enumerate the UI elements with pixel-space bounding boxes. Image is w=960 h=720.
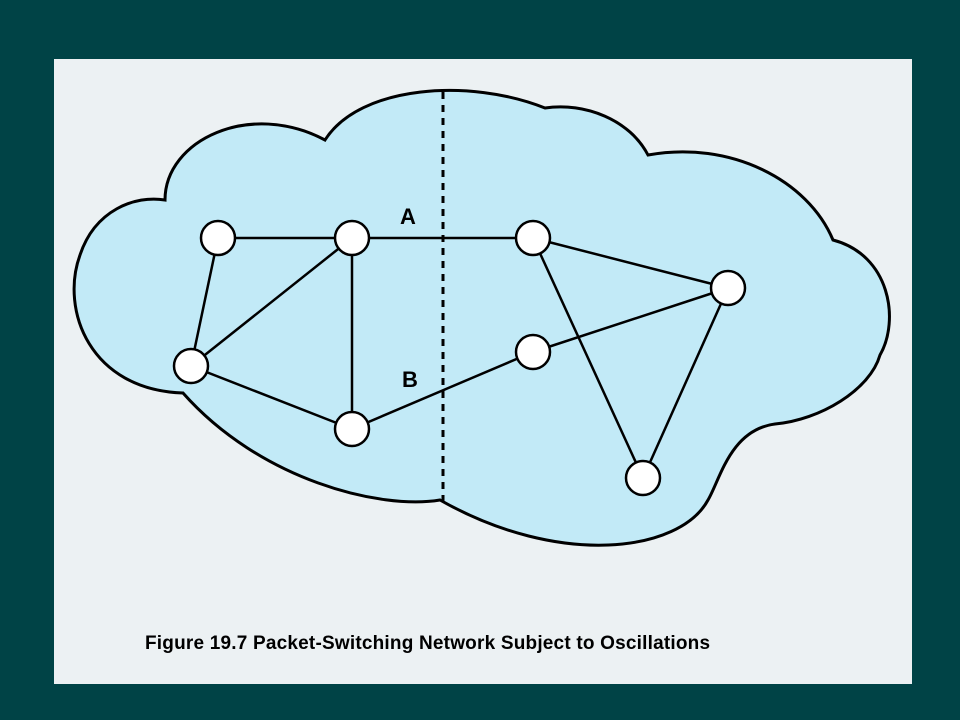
node-2 (333, 219, 371, 257)
node-5 (514, 219, 552, 257)
link-n5-n7 (532, 236, 729, 290)
link-n5-n8 (531, 237, 645, 479)
link-label-a: A (400, 204, 416, 229)
node-3 (172, 347, 210, 385)
node-8 (624, 459, 662, 497)
link-n4-n6 (351, 350, 534, 431)
node-7 (709, 269, 747, 307)
network-cloud (72, 89, 891, 547)
node-6 (514, 333, 552, 371)
link-n2-n3 (190, 237, 353, 367)
link-n6-n7 (532, 286, 729, 354)
node-1 (199, 219, 237, 257)
link-n7-n8 (641, 287, 730, 479)
link-label-b: B (402, 367, 418, 392)
link-n3-n4 (190, 364, 353, 431)
node-4 (333, 410, 371, 448)
figure-caption: Figure 19.7 Packet-Switching Network Sub… (145, 633, 711, 654)
link-n1-n3 (189, 237, 220, 367)
